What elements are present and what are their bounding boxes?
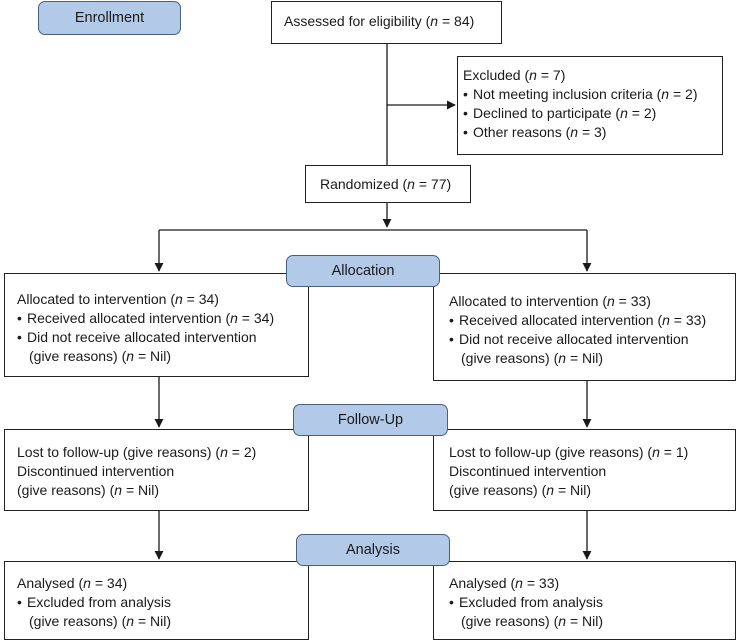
excluded-box: Excluded (n = 7) Not meeting inclusion c… bbox=[457, 56, 723, 155]
excluded-title: Excluded (n = 7) bbox=[463, 67, 566, 83]
analysis-left-box: Analysed (n = 34) Excluded from analysis… bbox=[4, 561, 309, 640]
analysis-right-box: Analysed (n = 33) Excluded from analysis… bbox=[433, 561, 736, 640]
randomized-box: Randomized (n = 77) bbox=[305, 165, 471, 203]
excluded-item: Declined to participate (n = 2) bbox=[463, 104, 722, 123]
stage-label-analysis: Analysis bbox=[296, 534, 450, 566]
excluded-item: Not meeting inclusion criteria (n = 2) bbox=[463, 85, 722, 104]
stage-label-allocation: Allocation bbox=[286, 255, 440, 287]
followup-right-box: Lost to follow-up (give reasons) (n = 1)… bbox=[433, 429, 736, 511]
assessed-box: Assessed for eligibility (n = 84) bbox=[271, 1, 502, 44]
stage-label-enrollment: Enrollment bbox=[38, 1, 181, 35]
stage-label-follow-up: Follow-Up bbox=[293, 404, 448, 436]
allocation-right-box: Allocated to intervention (n = 33) Recei… bbox=[433, 273, 736, 381]
allocation-left-box: Allocated to intervention (n = 34) Recei… bbox=[4, 273, 309, 377]
followup-left-box: Lost to follow-up (give reasons) (n = 2)… bbox=[4, 429, 309, 511]
excluded-item: Other reasons (n = 3) bbox=[463, 123, 722, 142]
